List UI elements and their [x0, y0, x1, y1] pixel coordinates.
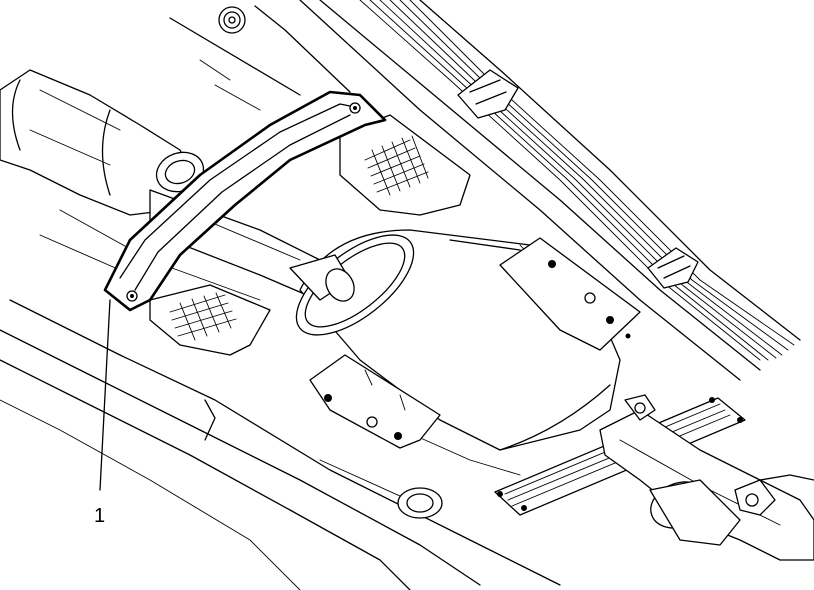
- front-exhaust-pipe: [0, 69, 205, 216]
- lower-heat-shield-panel: [149, 284, 271, 356]
- line-clip-upper: [457, 69, 519, 119]
- callout-1-label: 1: [94, 505, 105, 527]
- callout-1-leader-line: [99, 299, 111, 491]
- grommet-top: [218, 6, 246, 34]
- hatch-pattern-upper: [364, 135, 429, 196]
- callout-1: 1: [94, 299, 111, 527]
- exhaust-hanger-right: [734, 474, 814, 516]
- bracket-plate-center: [309, 354, 441, 449]
- exhaust-heat-shield: [103, 90, 387, 312]
- upper-heat-shield-panel: [339, 114, 471, 216]
- bracket-plate-right: [499, 237, 641, 351]
- brake-fuel-lines: [299, 0, 801, 381]
- line-clip-lower: [647, 247, 699, 289]
- rear-exhaust-pipe: [599, 409, 814, 561]
- drain-plug: [397, 487, 443, 519]
- hatch-pattern-lower: [169, 292, 237, 341]
- exhaust-hanger-left: [624, 394, 656, 421]
